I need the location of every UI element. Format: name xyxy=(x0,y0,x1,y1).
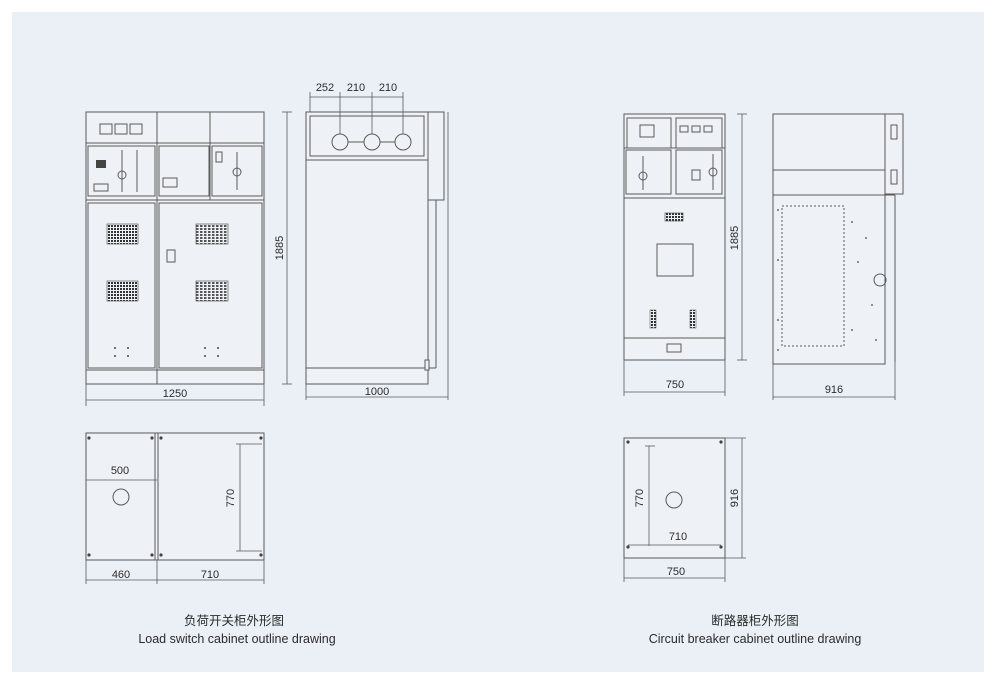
dim-plan-hole-offset: 500 xyxy=(111,465,129,477)
load-switch-side-view xyxy=(305,92,449,400)
dim-bushing-1: 252 xyxy=(316,82,334,94)
dim-breaker-plan-depth: 916 xyxy=(729,489,741,507)
dim-breaker-side-depth: 916 xyxy=(825,384,843,396)
load-switch-plan-view xyxy=(85,432,265,584)
dim-breaker-plan-span: 710 xyxy=(669,531,687,543)
dim-breaker-plan-hole: 770 xyxy=(634,489,646,507)
dim-breaker-plan-width: 750 xyxy=(667,566,685,578)
caption-breaker-en: Circuit breaker cabinet outline drawing xyxy=(649,632,862,646)
caption-load-en: Load switch cabinet outline drawing xyxy=(138,632,335,646)
dim-breaker-front-width: 750 xyxy=(666,379,684,391)
load-switch-height-dim xyxy=(282,111,292,385)
dim-bushing-3: 210 xyxy=(379,82,397,94)
dim-load-front-width: 1250 xyxy=(163,388,187,400)
caption-load-cn: 负荷开关柜外形图 xyxy=(184,614,284,628)
load-switch-front-view xyxy=(85,111,265,406)
caption-breaker-cn: 断路器柜外形图 xyxy=(711,613,799,628)
breaker-front-view xyxy=(623,113,747,396)
breaker-plan-view xyxy=(623,437,746,582)
dim-plan-right-width: 710 xyxy=(201,569,219,581)
dim-plan-left-width: 460 xyxy=(112,569,130,581)
dim-load-plan-depth: 770 xyxy=(225,489,237,507)
dim-load-side-depth: 1000 xyxy=(365,386,389,398)
breaker-side-view xyxy=(772,113,904,400)
dim-breaker-height: 1885 xyxy=(729,226,741,250)
dim-load-height: 1885 xyxy=(274,236,286,260)
dim-bushing-2: 210 xyxy=(347,82,365,94)
